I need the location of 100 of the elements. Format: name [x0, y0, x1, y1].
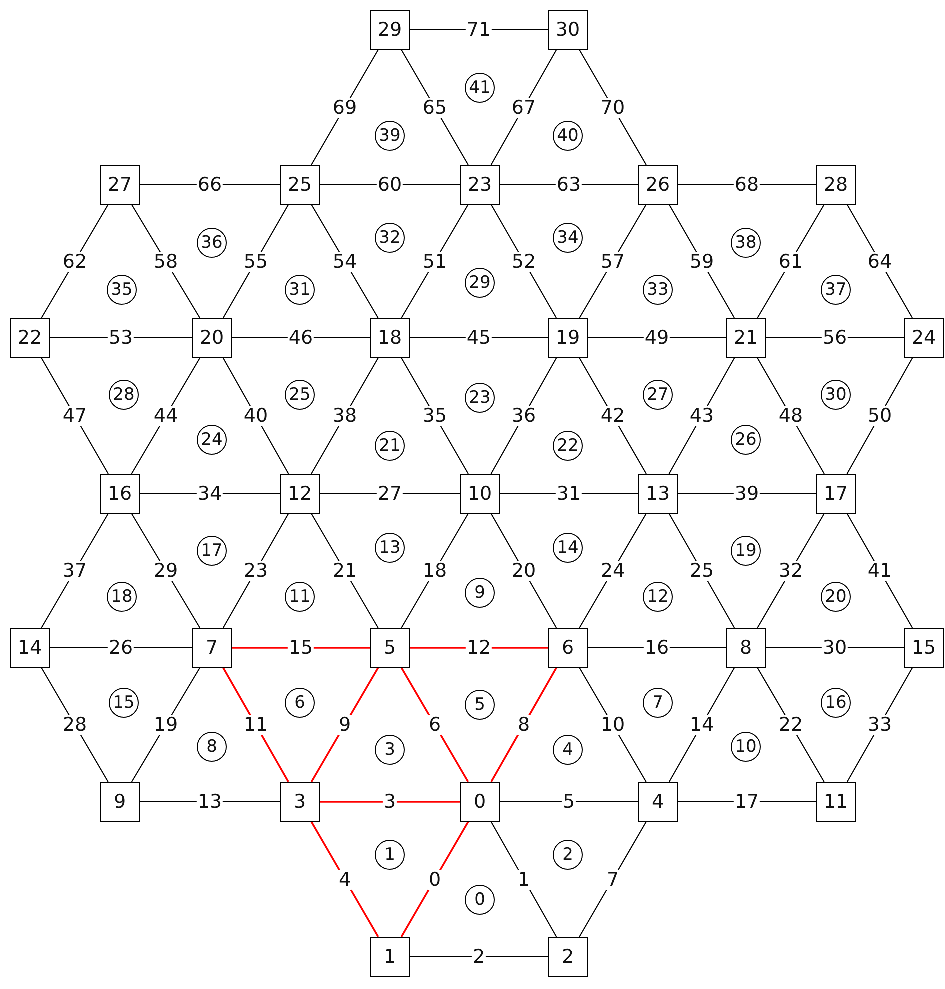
- edge-label: 41: [866, 561, 894, 581]
- face-number-circle: 31: [285, 275, 315, 305]
- vertex-box: 12: [280, 474, 320, 514]
- face-number-circle: 11: [285, 582, 315, 612]
- edge-label: 6: [428, 715, 442, 735]
- edge-label: 37: [62, 561, 88, 581]
- vertex-box: 20: [192, 318, 232, 358]
- edge-line: [310, 822, 380, 938]
- face-number-circle: 19: [731, 536, 761, 566]
- edge-label: 51: [422, 252, 448, 272]
- face-number-circle: 40: [553, 121, 583, 151]
- vertex-box: 28: [816, 165, 856, 205]
- edge-label: 24: [600, 561, 626, 581]
- face-number-circle: 41: [465, 73, 495, 103]
- edge-label: 58: [152, 252, 180, 272]
- edge-label: 23: [242, 561, 270, 581]
- face-number-circle: 1: [375, 840, 405, 870]
- edge-label: 21: [332, 561, 358, 581]
- edge-label: 42: [600, 406, 626, 426]
- face-number-circle: 0: [465, 885, 495, 915]
- face-number-circle: 37: [821, 275, 851, 305]
- vertex-box: 17: [816, 474, 856, 514]
- edge-label: 61: [778, 252, 804, 272]
- edge-label: 64: [866, 252, 894, 272]
- edge-label: 35: [422, 406, 448, 426]
- vertex-box: 1: [370, 937, 410, 977]
- vertex-box: 9: [100, 782, 140, 822]
- face-number-circle: 10: [731, 732, 761, 762]
- edge-line: [400, 822, 470, 938]
- vertex-box: 14: [10, 628, 50, 668]
- face-number-circle: 8: [197, 732, 227, 762]
- edge-label: 47: [62, 406, 88, 426]
- face-number-circle: 12: [643, 582, 673, 612]
- vertex-box: 29: [370, 10, 410, 50]
- vertex-box: 4: [638, 782, 678, 822]
- edge-label: 65: [422, 98, 448, 118]
- face-number-circle: 30: [821, 380, 851, 410]
- edge-label: 67: [510, 98, 538, 118]
- edge-label: 48: [778, 406, 804, 426]
- vertex-box: 30: [548, 10, 588, 50]
- face-number-circle: 16: [821, 688, 851, 718]
- face-number-circle: 21: [375, 431, 405, 461]
- vertex-box: 8: [726, 628, 766, 668]
- vertex-box: 16: [100, 474, 140, 514]
- edge-line: [310, 668, 380, 782]
- edge-label: 0: [428, 870, 442, 890]
- edge-label: 18: [422, 561, 448, 581]
- vertex-box: 5: [370, 628, 410, 668]
- edge-label: 1: [516, 870, 532, 890]
- face-number-circle: 9: [465, 578, 495, 608]
- vertex-box: 0: [460, 782, 500, 822]
- face-number-circle: 2: [553, 840, 583, 870]
- face-number-circle: 38: [731, 228, 761, 258]
- face-number-circle: 4: [553, 735, 583, 765]
- vertex-box: 27: [100, 165, 140, 205]
- edge-label: 38: [332, 406, 358, 426]
- face-number-circle: 36: [197, 228, 227, 258]
- face-number-circle: 29: [465, 268, 495, 298]
- face-number-circle: 26: [731, 425, 761, 455]
- vertex-box: 10: [460, 474, 500, 514]
- edge-label: 19: [152, 715, 180, 735]
- vertex-box: 21: [726, 318, 766, 358]
- edge-label: 9: [338, 715, 352, 735]
- edge-label: 55: [242, 252, 270, 272]
- edge-label: 14: [688, 715, 716, 735]
- face-number-circle: 13: [375, 533, 405, 563]
- vertex-box: 6: [548, 628, 588, 668]
- edge-label: 52: [510, 252, 538, 272]
- face-number-circle: 17: [197, 536, 227, 566]
- edge-label: 62: [62, 252, 88, 272]
- edge-label: 69: [332, 98, 358, 118]
- face-number-circle: 25: [285, 380, 315, 410]
- edge-line: [490, 668, 558, 782]
- edge-label: 25: [688, 561, 716, 581]
- edge-label: 57: [600, 252, 626, 272]
- edge-label: 43: [688, 406, 716, 426]
- face-number-circle: 7: [643, 688, 673, 718]
- vertex-box: 11: [816, 782, 856, 822]
- edge-label: 28: [62, 715, 88, 735]
- edge-label: 29: [152, 561, 180, 581]
- edge-label: 44: [152, 406, 180, 426]
- face-number-circle: 28: [109, 380, 139, 410]
- edge-label: 22: [778, 715, 804, 735]
- edge-line: [500, 801, 638, 803]
- face-number-circle: 20: [821, 582, 851, 612]
- face-number-circle: 14: [553, 533, 583, 563]
- edge-label: 33: [866, 715, 894, 735]
- edge-label: 8: [516, 715, 532, 735]
- face-number-circle: 18: [107, 582, 137, 612]
- face-number-circle: 33: [643, 275, 673, 305]
- edge-label: 36: [510, 406, 538, 426]
- vertex-box: 25: [280, 165, 320, 205]
- face-number-circle: 6: [285, 688, 315, 718]
- face-number-circle: 34: [553, 223, 583, 253]
- vertex-box: 3: [280, 782, 320, 822]
- vertex-box: 24: [904, 318, 944, 358]
- face-number-circle: 15: [109, 688, 139, 718]
- face-number-circle: 5: [465, 690, 495, 720]
- edge-line: [490, 822, 558, 938]
- edge-label: 54: [332, 252, 358, 272]
